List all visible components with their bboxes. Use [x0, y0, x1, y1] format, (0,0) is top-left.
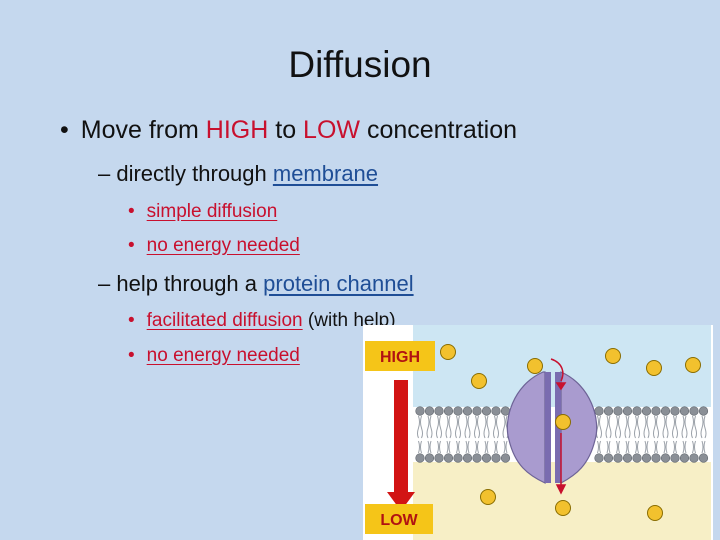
bullet-dot: •	[128, 345, 135, 366]
link-protein-channel[interactable]: protein channel	[263, 271, 414, 296]
text-high: HIGH	[205, 116, 269, 144]
low-label-box	[365, 504, 433, 534]
text-concentration: concentration	[360, 116, 518, 144]
item-simple-diffusion: • simple diffusion	[128, 201, 277, 223]
concentration-arrow	[387, 380, 415, 511]
sub-bullet-protein: – help through a protein channel	[98, 271, 414, 297]
slide-title: Diffusion	[288, 44, 432, 85]
high-label-box	[365, 341, 435, 371]
molecules	[440, 344, 701, 521]
link-facilitated-diffusion[interactable]: facilitated diffusion	[146, 310, 303, 331]
text-directly-through: – directly through	[98, 161, 273, 186]
item-no-energy-2: • no energy needed	[128, 345, 300, 367]
link-no-energy-needed-2[interactable]: no energy needed	[146, 345, 300, 366]
item-facilitated-diffusion: •facilitated diffusion (with help)	[128, 310, 396, 332]
text-move-from: Move from	[80, 116, 206, 144]
bullet-dot: •	[60, 116, 69, 144]
text-help-through: – help through a	[98, 271, 264, 296]
bullet-dot: •	[128, 235, 135, 256]
facilitated-diffusion-diagram: HIGH LOW	[363, 325, 713, 540]
lipid-tails	[417, 415, 707, 454]
link-no-energy-needed[interactable]: no energy needed	[146, 235, 300, 256]
bullet-dot: •	[128, 201, 135, 222]
link-simple-diffusion[interactable]: simple diffusion	[146, 201, 278, 222]
bullet-move-high-low: • Move from HIGH to LOW concentration	[60, 116, 517, 145]
high-label: HIGH	[380, 349, 420, 366]
item-no-energy-1: • no energy needed	[128, 235, 300, 257]
text-to: to	[268, 116, 304, 144]
low-label: LOW	[380, 512, 418, 529]
transport-arrows	[550, 358, 567, 495]
bullet-dot: •	[128, 310, 135, 331]
text-low: LOW	[303, 116, 360, 144]
link-membrane[interactable]: membrane	[272, 161, 379, 186]
sub-bullet-direct: – directly through membrane	[98, 161, 378, 187]
lipid-heads	[415, 406, 709, 463]
